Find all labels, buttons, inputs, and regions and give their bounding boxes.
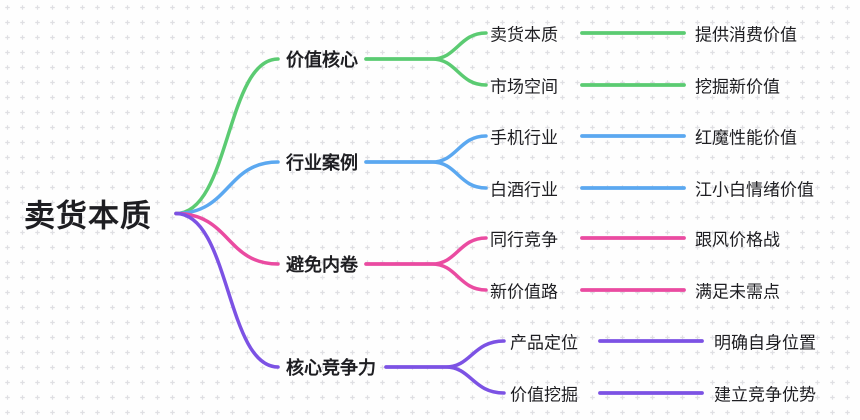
root-node[interactable]: 卖货本质: [24, 198, 152, 234]
leaf-node-2-2[interactable]: 江小白情绪价值: [695, 180, 814, 200]
root-to-branch-curve: [174, 211, 280, 266]
branch-to-child-curve: [364, 160, 488, 190]
branch-node-2[interactable]: 行业案例: [286, 153, 358, 173]
branch-to-child-curve: [364, 57, 488, 87]
root-to-branch-curve: [174, 211, 280, 369]
leaf-node-4-1[interactable]: 明确自身位置: [714, 333, 816, 353]
root-to-branch-curve: [174, 160, 280, 216]
leaf-node-3-1[interactable]: 跟风价格战: [695, 230, 780, 250]
child-node-2-2[interactable]: 白酒行业: [490, 180, 558, 200]
branch-2-connectors: [174, 134, 686, 216]
branch-node-1[interactable]: 价值核心: [286, 50, 358, 70]
leaf-node-4-2[interactable]: 建立竞争优势: [714, 385, 816, 405]
leaf-node-2-1[interactable]: 红魔性能价值: [695, 128, 797, 148]
branch-3-connectors: [174, 211, 686, 292]
child-node-3-2[interactable]: 新价值路: [490, 282, 558, 302]
leaf-node-3-2[interactable]: 满足未需点: [695, 282, 780, 302]
root-to-branch-curve: [174, 57, 280, 216]
child-node-1-2[interactable]: 市场空间: [490, 77, 558, 97]
branch-to-child-curve: [384, 365, 506, 395]
branch-1-connectors: [174, 31, 686, 216]
child-node-3-1[interactable]: 同行竞争: [490, 230, 558, 250]
child-node-1-1[interactable]: 卖货本质: [490, 25, 558, 45]
branch-to-child-curve: [364, 262, 488, 292]
child-node-4-1[interactable]: 产品定位: [510, 333, 578, 353]
child-node-2-1[interactable]: 手机行业: [490, 128, 558, 148]
branch-node-4[interactable]: 核心竞争力: [286, 358, 376, 378]
branch-node-3[interactable]: 避免内卷: [286, 255, 358, 275]
leaf-node-1-2[interactable]: 挖掘新价值: [695, 77, 780, 97]
leaf-node-1-1[interactable]: 提供消费价值: [695, 25, 797, 45]
child-node-4-2[interactable]: 价值挖掘: [510, 385, 578, 405]
branch-4-connectors: [174, 211, 704, 395]
